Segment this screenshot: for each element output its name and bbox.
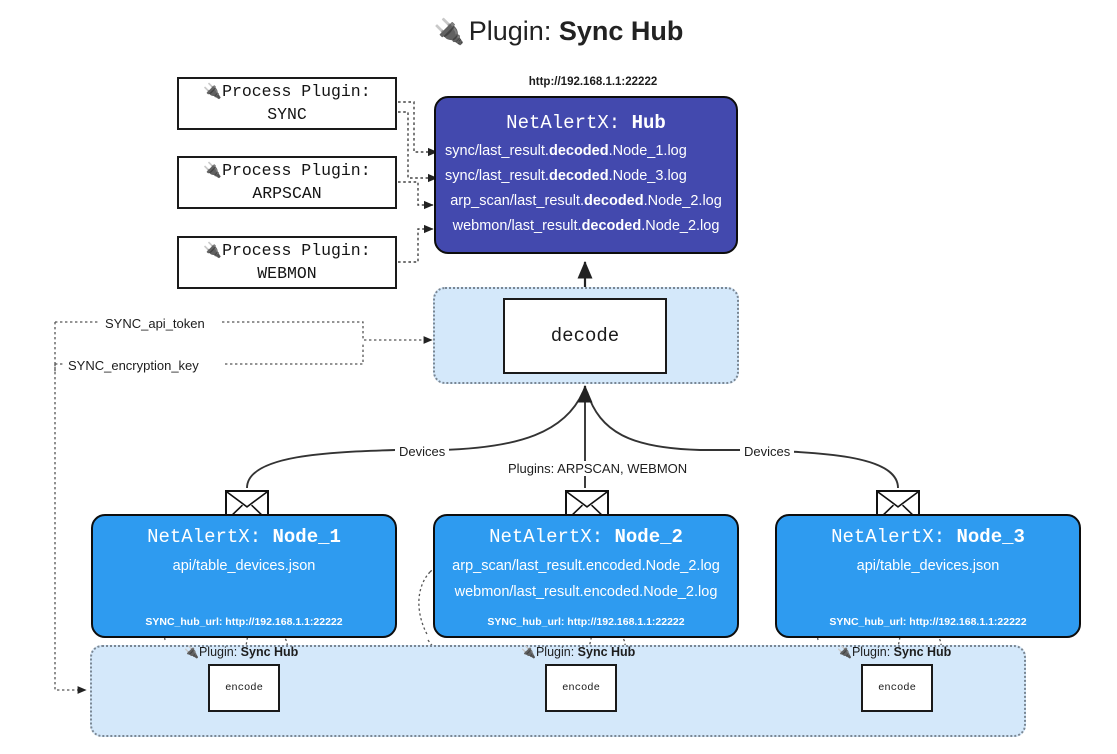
- node-title-name: Node_2: [614, 526, 683, 548]
- process-plugin-name: SYNC: [267, 104, 307, 124]
- node-log-line: arp_scan/last_result.encoded.Node_2.log: [452, 558, 720, 574]
- hub-node-box[interactable]: NetAlertX: Hub sync/last_result.decoded.…: [434, 96, 738, 254]
- node-box-node-1[interactable]: NetAlertX: Node_1 api/table_devices.json…: [91, 514, 397, 638]
- decode-box[interactable]: decode: [503, 298, 667, 374]
- edge-sync-to-hub-line1: [398, 101, 438, 157]
- encode-plugin-tag: 🔌Plugin: Sync Hub: [521, 645, 636, 659]
- encode-plugin-tag: 🔌Plugin: Sync Hub: [837, 645, 952, 659]
- hub-title: NetAlertX: Hub: [436, 112, 736, 134]
- encode-box-node-1[interactable]: encode: [208, 664, 280, 712]
- process-plugin-webmon-box[interactable]: 🔌Process Plugin: WEBMON: [177, 236, 397, 289]
- encode-box-node-3[interactable]: encode: [861, 664, 933, 712]
- edge-label-encryption-key: SYNC_encryption_key: [64, 358, 203, 373]
- node-log-line: webmon/last_result.encoded.Node_2.log: [454, 584, 718, 600]
- node-hub-url: SYNC_hub_url: http://192.168.1.1:22222: [145, 616, 343, 628]
- hub-log-line: sync/last_result.decoded.Node_1.log: [445, 143, 687, 159]
- edge-left-rail-to-encode-zone: [54, 322, 87, 694]
- edge-label-plugins: Plugins: ARPSCAN, WEBMON: [504, 461, 692, 476]
- hub-title-prefix: NetAlertX:: [506, 112, 632, 134]
- edge-label-devices-right: Devices: [740, 444, 795, 459]
- edge-sync-to-hub-line2: [398, 111, 438, 183]
- edge-arpscan-to-hub: [398, 181, 434, 210]
- node-box-node-3[interactable]: NetAlertX: Node_3 api/table_devices.json…: [775, 514, 1081, 638]
- page-title-name: Sync Hub: [558, 16, 684, 46]
- page-title-prefix: Plugin:: [468, 16, 559, 46]
- node-hub-url: SYNC_hub_url: http://192.168.1.1:22222: [829, 616, 1027, 628]
- node-box-node-2[interactable]: NetAlertX: Node_2 arp_scan/last_result.e…: [433, 514, 739, 638]
- process-plugin-name: ARPSCAN: [252, 183, 322, 203]
- plug-icon: 🔌: [433, 18, 465, 46]
- hub-log-line: arp_scan/last_result.decoded.Node_2.log: [450, 193, 722, 209]
- plug-icon: 🔌: [521, 645, 536, 659]
- edge-enc-key-join: [225, 344, 364, 365]
- node-title-name: Node_3: [956, 526, 1025, 548]
- node-title: NetAlertX: Node_1: [147, 526, 341, 548]
- process-plugin-label: Process Plugin:: [222, 82, 371, 102]
- hub-url-label: http://192.168.1.1:22222: [528, 76, 658, 88]
- plug-icon: 🔌: [203, 162, 223, 180]
- hub-log-line: webmon/last_result.decoded.Node_2.log: [452, 218, 720, 234]
- process-plugin-name: WEBMON: [257, 263, 317, 283]
- hub-title-name: Hub: [631, 112, 666, 134]
- edge-webmon-to-hub: [398, 224, 434, 263]
- process-plugin-label: Process Plugin:: [222, 241, 371, 261]
- edge-label-api-token: SYNC_api_token: [101, 316, 209, 331]
- node-title-name: Node_1: [272, 526, 341, 548]
- node-title: NetAlertX: Node_2: [489, 526, 683, 548]
- node-title: NetAlertX: Node_3: [831, 526, 1025, 548]
- page-title: 🔌Plugin: Sync Hub: [0, 16, 1117, 47]
- plug-icon: 🔌: [837, 645, 852, 659]
- encode-plugin-tag: 🔌Plugin: Sync Hub: [184, 645, 299, 659]
- edge-api-token-to-decode: [222, 321, 433, 344]
- process-plugin-arpscan-box[interactable]: 🔌Process Plugin: ARPSCAN: [177, 156, 397, 209]
- plug-icon: 🔌: [203, 242, 223, 260]
- edge-node2-left-loop: [418, 571, 431, 637]
- node-log-line: api/table_devices.json: [172, 558, 316, 574]
- node-hub-url: SYNC_hub_url: http://192.168.1.1:22222: [487, 616, 685, 628]
- encode-box-node-2[interactable]: encode: [545, 664, 617, 712]
- edge-label-devices-left: Devices: [395, 444, 450, 459]
- process-plugin-sync-box[interactable]: 🔌Process Plugin: SYNC: [177, 77, 397, 130]
- plug-icon: 🔌: [203, 83, 223, 101]
- process-plugin-label: Process Plugin:: [222, 161, 371, 181]
- hub-log-line: sync/last_result.decoded.Node_3.log: [445, 168, 687, 184]
- node-log-line: api/table_devices.json: [856, 558, 1000, 574]
- plug-icon: 🔌: [184, 645, 199, 659]
